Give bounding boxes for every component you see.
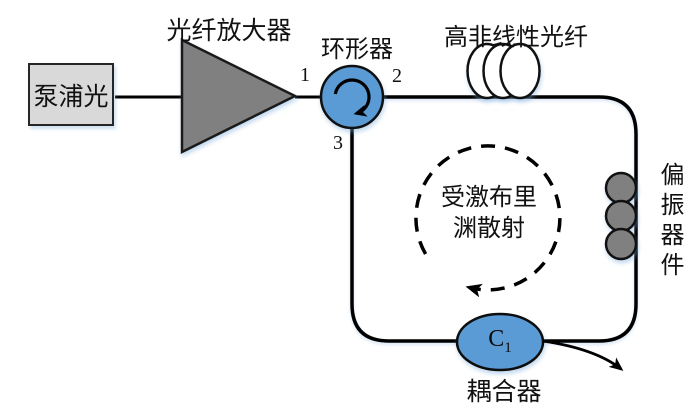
polarization-beads-icon (604, 171, 638, 261)
sbs-label-line2: 渊散射 (453, 215, 525, 242)
pump-source-box: 泵浦光 (28, 63, 114, 126)
amplifier-label: 光纤放大器 (166, 17, 292, 45)
polarization-label: 偏振器件 (656, 162, 683, 282)
ring-cavity-loop (350, 95, 638, 343)
coupler-label: 耦合器 (466, 378, 542, 406)
circulator-port-2-label: 2 (392, 65, 402, 87)
pump-source-label: 泵浦光 (33, 82, 109, 111)
coupler-symbol-subscript: 1 (504, 339, 512, 356)
coupler-symbol: C1 (488, 326, 512, 357)
circulator-port-3-label: 3 (333, 132, 343, 154)
polarization-bead-2 (604, 199, 638, 233)
circulator-rotation-arrow-icon (333, 78, 371, 117)
sbs-label: 受激布里 渊散射 (441, 182, 537, 244)
output-arrow-icon (542, 339, 624, 371)
fiber-coil-icon (466, 42, 541, 100)
fiber-coil-loop-3 (499, 42, 541, 100)
amplifier-triangle (180, 37, 298, 155)
polarization-bead-3 (604, 227, 638, 261)
circulator-port-1-label: 1 (300, 64, 310, 86)
sbs-label-line1: 受激布里 (441, 184, 537, 211)
polarization-bead-1 (604, 171, 638, 205)
circulator-circle (319, 64, 385, 130)
sbs-dashed-circle-arrow-icon (414, 144, 562, 298)
hnlf-label: 高非线性光纤 (444, 24, 588, 51)
coupler-symbol-letter: C (488, 326, 505, 352)
circulator-label: 环形器 (321, 36, 393, 63)
